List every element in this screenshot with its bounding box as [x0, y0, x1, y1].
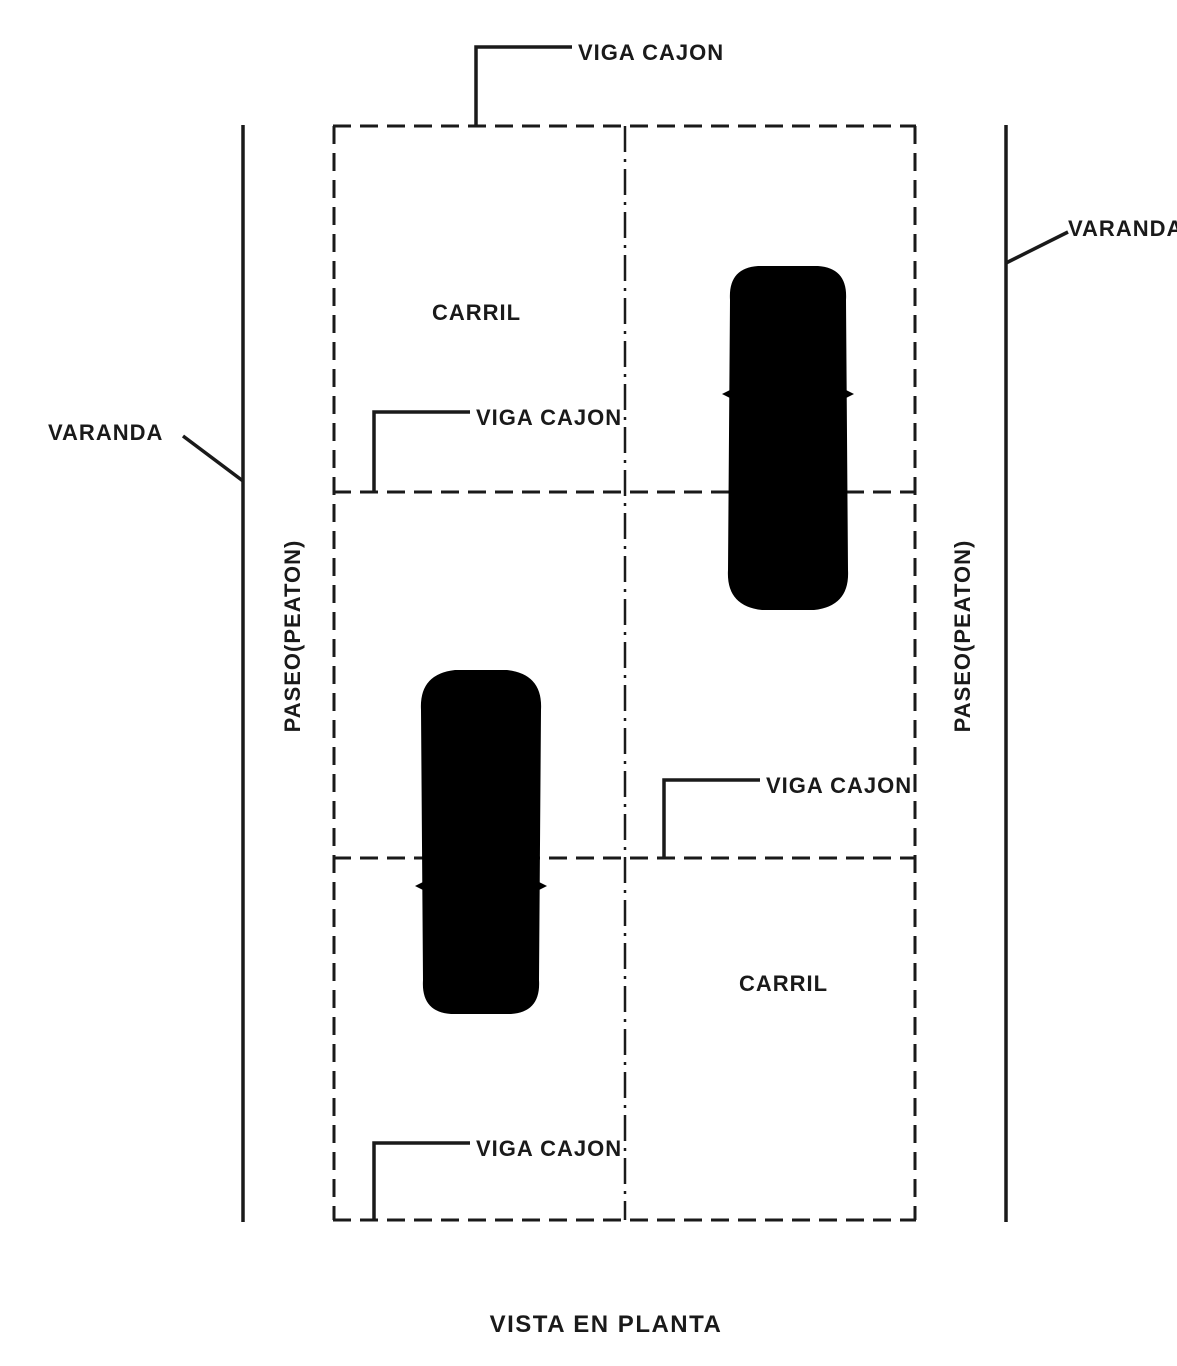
label-viga-mid-lower: VIGA CAJON [766, 773, 912, 798]
leader-viga-mid-upper [372, 410, 470, 492]
label-varanda-left: VARANDA [48, 420, 163, 445]
label-varanda-right: VARANDA [1068, 216, 1177, 241]
leader-varanda-right [1005, 230, 1069, 265]
label-viga-mid-upper: VIGA CAJON [476, 405, 622, 430]
label-paseo-left: PASEO(PEATON) [280, 540, 305, 733]
label-viga-bottom: VIGA CAJON [476, 1136, 622, 1161]
leader-viga-top [474, 45, 572, 126]
label-paseo-right: PASEO(PEATON) [950, 540, 975, 733]
drawing-title: VISTA EN PLANTA [490, 1311, 723, 1338]
leader-varanda-left [181, 434, 245, 483]
car-lower-left [415, 670, 547, 1014]
label-viga-top: VIGA CAJON [578, 40, 724, 65]
label-carril-lower: CARRIL [739, 971, 828, 996]
leader-viga-bottom [372, 1141, 470, 1220]
car-upper-right [722, 266, 854, 610]
label-carril-upper: CARRIL [432, 300, 521, 325]
leader-viga-mid-lower [662, 778, 760, 858]
